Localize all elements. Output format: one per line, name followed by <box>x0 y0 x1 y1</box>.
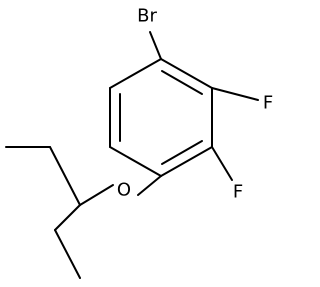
oxygen-atom-label: O <box>117 180 131 201</box>
ring-double-bond-inner-c1-c2 <box>161 70 203 95</box>
bond-ch-ch2-upper <box>49 146 81 206</box>
fluorine-atom-label-top: F <box>263 93 273 114</box>
bond-ch-ch2-lower <box>54 204 81 231</box>
bond-c3-f-top <box>211 87 259 101</box>
bond-o-ch <box>79 184 114 206</box>
fluorine-atom-label-bottom: F <box>233 182 243 203</box>
bromine-atom-label: Br <box>137 6 157 27</box>
bond-ch2-ch3-lower <box>54 229 81 279</box>
ring-double-bond-inner-c3-c4 <box>161 140 203 165</box>
ring-bond-c6-c1 <box>109 58 162 89</box>
bond-c3-f-bottom <box>211 146 233 181</box>
ring-bond-c1-c2 <box>160 58 213 89</box>
chemical-structure-diagram: Br F F O <box>5 6 273 279</box>
ring-bond-c3-c4 <box>160 146 213 177</box>
bond-c4-o <box>137 175 162 196</box>
ring-bond-c4-c5 <box>109 146 162 177</box>
bond-c1-br <box>149 31 162 60</box>
